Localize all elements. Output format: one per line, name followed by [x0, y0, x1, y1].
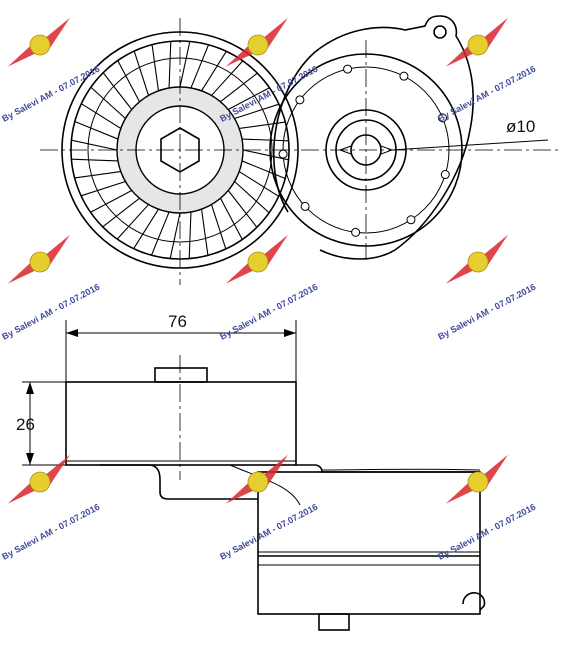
watermark-text: By Salevi AM - 07.07.2016	[436, 282, 537, 342]
pulley-rib	[71, 139, 118, 151]
pulley-rib	[151, 44, 159, 91]
pulley-rib	[169, 212, 181, 259]
tensioner-housing	[269, 15, 549, 260]
pulley-rib	[234, 181, 270, 214]
housing-bump	[406, 215, 416, 225]
watermark-text: By Salevi AM - 07.07.2016	[436, 502, 537, 562]
tensioner-lug	[462, 592, 486, 611]
width-arrow-right	[284, 329, 296, 337]
width-arrow-left	[66, 329, 78, 337]
watermark-logo	[445, 454, 508, 504]
watermark-logo	[225, 454, 288, 504]
bore-leader-line	[391, 139, 549, 151]
pulley-rib	[228, 87, 270, 110]
housing-bump	[438, 113, 448, 123]
pulley-rib	[227, 190, 258, 228]
pulley-rib	[168, 41, 172, 88]
housing-mount-hole	[433, 25, 447, 39]
pulley-rib	[102, 197, 140, 228]
watermark-logo	[7, 234, 70, 284]
pulley-rib	[242, 138, 289, 142]
arm-profile	[100, 464, 258, 500]
bolt-head-side	[154, 367, 208, 383]
pulley-rib	[239, 121, 286, 129]
watermark-logo	[445, 17, 508, 67]
pulley-rib	[150, 211, 170, 256]
pulley-rib	[71, 158, 118, 162]
watermark-text: By Salevi AM - 07.07.2016	[218, 502, 319, 562]
pulley-rib	[201, 51, 227, 92]
housing-bump	[295, 95, 305, 105]
pulley-rib	[133, 208, 159, 249]
pulley-rib	[234, 103, 280, 120]
pulley-rib	[117, 60, 140, 102]
watermark-logo	[7, 17, 70, 67]
pulley-rib	[220, 72, 258, 103]
bore-diameter-label: ø10	[506, 117, 535, 136]
arm-curve	[229, 464, 301, 506]
housing-ring-bumps	[278, 64, 450, 237]
housing-bump	[278, 149, 288, 159]
pulley-rib	[188, 212, 192, 259]
height-arrow-top	[26, 382, 34, 394]
side-view	[22, 320, 486, 631]
pulley-side-body	[65, 381, 297, 466]
height-dimension-label: 26	[16, 415, 35, 434]
bore-arrow-left	[338, 145, 352, 155]
pulley-rib	[210, 204, 227, 250]
pulley-rib	[190, 44, 210, 89]
pulley-rib	[90, 86, 126, 119]
watermark-logo	[225, 17, 288, 67]
housing-outline	[272, 15, 474, 260]
pulley-rib	[81, 103, 122, 129]
pulley-rib	[90, 190, 132, 213]
housing-bump	[399, 71, 409, 81]
watermark-logo	[445, 234, 508, 284]
pulley-rib	[220, 198, 243, 240]
arm-top-edge	[296, 464, 480, 473]
width-dimension-label: 76	[168, 312, 187, 331]
pulley-rib	[238, 171, 279, 197]
housing-bump	[300, 201, 310, 211]
pulley-rib	[102, 72, 133, 110]
pulley-rib	[242, 149, 289, 161]
watermark-text: By Salevi AM - 07.07.2016	[0, 502, 101, 562]
pulley-rib	[133, 50, 150, 96]
pulley-rib	[116, 204, 149, 240]
tensioner-block	[257, 471, 481, 615]
pulley-rib	[241, 160, 286, 180]
arm-hidden-line	[321, 468, 481, 471]
watermark-logo	[225, 234, 288, 284]
mounting-stud	[318, 613, 350, 631]
pulley-rib	[74, 120, 119, 140]
pulley-rib	[211, 60, 244, 96]
watermark-layer: By Salevi AM - 07.07.2016 By Salevi AM -…	[0, 17, 537, 562]
watermark-logo	[7, 454, 70, 504]
height-arrow-bottom	[26, 453, 34, 465]
top-view	[40, 15, 560, 285]
pulley-rib	[80, 180, 126, 197]
housing-bump	[343, 64, 353, 74]
housing-bump	[440, 170, 450, 180]
pulley-rib	[201, 209, 209, 256]
housing-bump	[351, 227, 361, 237]
watermark-text: By Salevi AM - 07.07.2016	[436, 64, 537, 124]
pulley-rib	[74, 171, 121, 179]
pulley-rib	[179, 41, 191, 88]
